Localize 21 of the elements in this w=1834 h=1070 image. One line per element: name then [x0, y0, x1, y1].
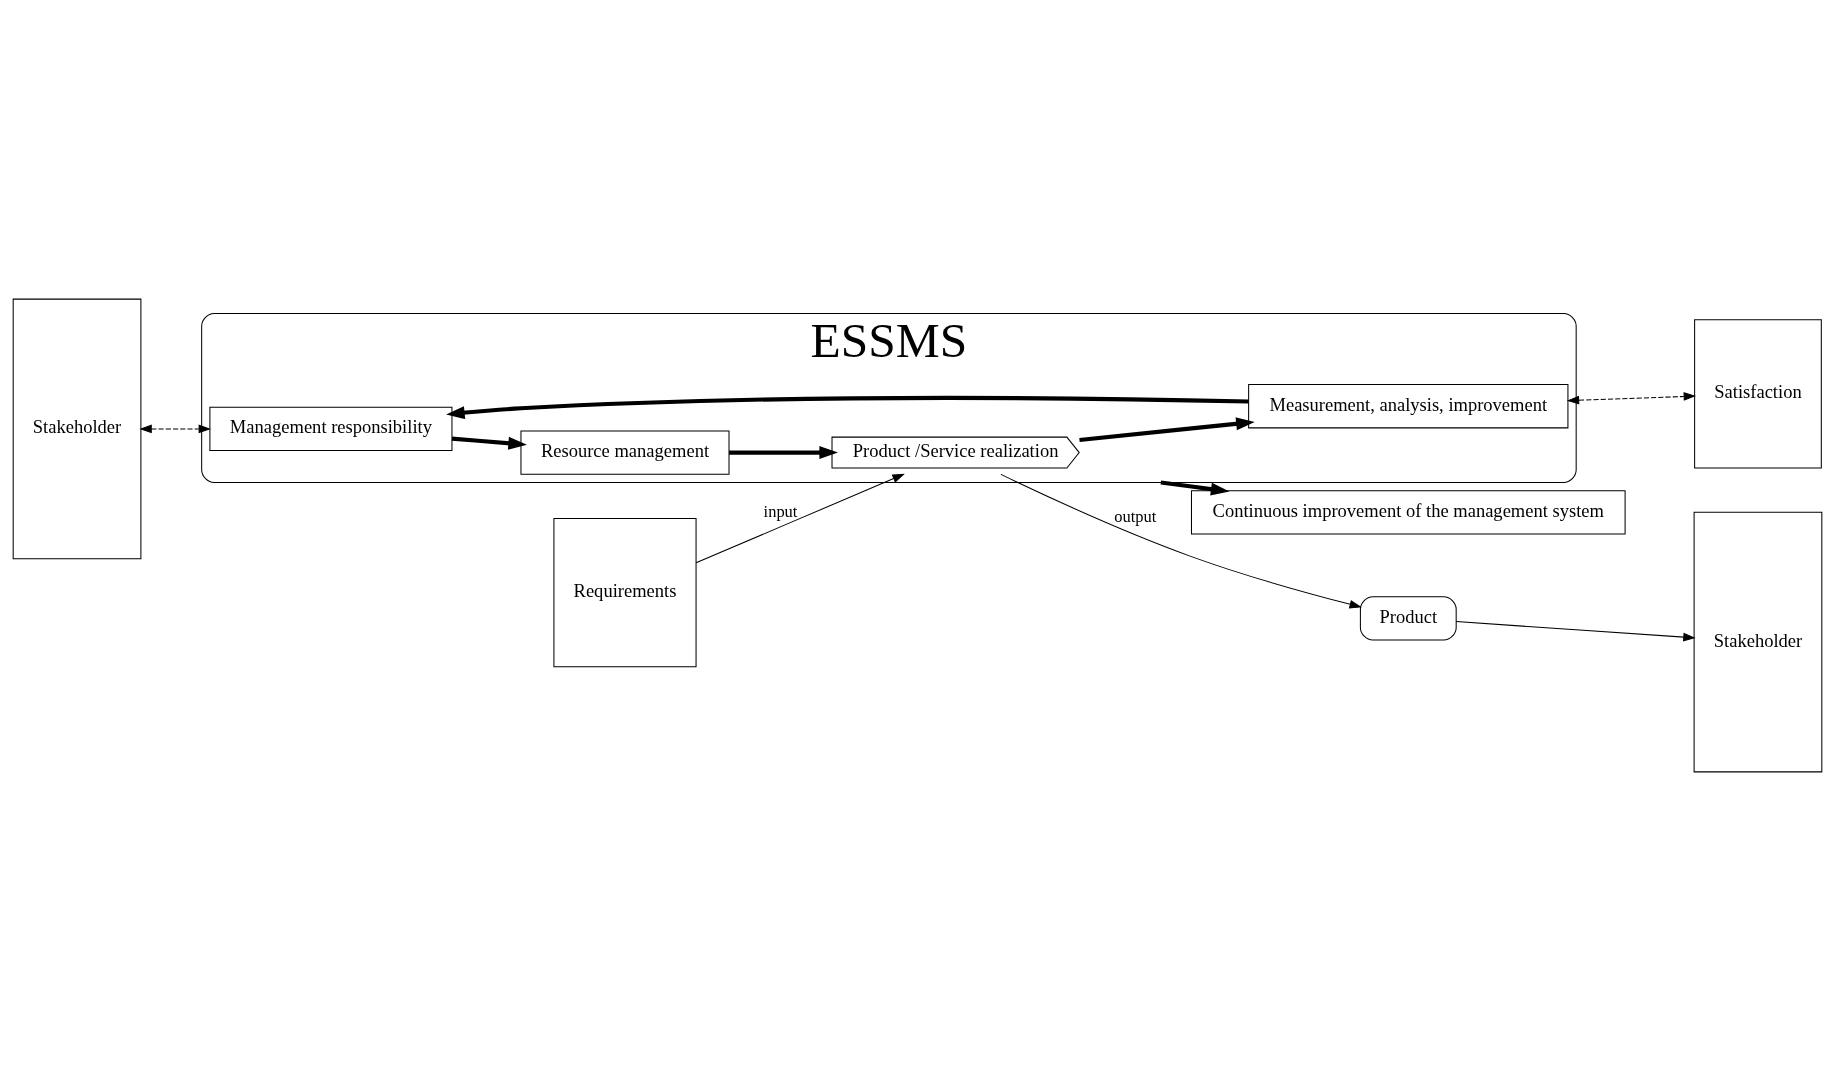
arrow: [1160, 479, 1229, 496]
arrow: [138, 424, 211, 433]
edge-label: output: [1113, 506, 1156, 526]
arrow: [1566, 391, 1696, 405]
edge-label: input: [763, 501, 797, 521]
arrow: [728, 445, 838, 459]
node-box: Product: [1359, 595, 1457, 641]
arrow: [695, 473, 905, 563]
arrow: [451, 436, 527, 450]
arrow: [1455, 620, 1696, 641]
node-box: Continuous improvement of the management system: [1190, 489, 1626, 534]
node-box: Resource management: [519, 429, 730, 475]
node-box: Stakeholder: [12, 298, 141, 559]
node-box: Stakeholder: [1693, 511, 1822, 772]
arrow: [1078, 416, 1255, 442]
arrow: [445, 395, 1249, 419]
node-box: Requirements: [552, 517, 697, 667]
arrow: [999, 473, 1362, 608]
node-box: Management responsibility: [208, 406, 452, 451]
node-box: Satisfaction: [1693, 318, 1822, 469]
node-box: Measurement, analysis, improvement: [1247, 383, 1568, 428]
